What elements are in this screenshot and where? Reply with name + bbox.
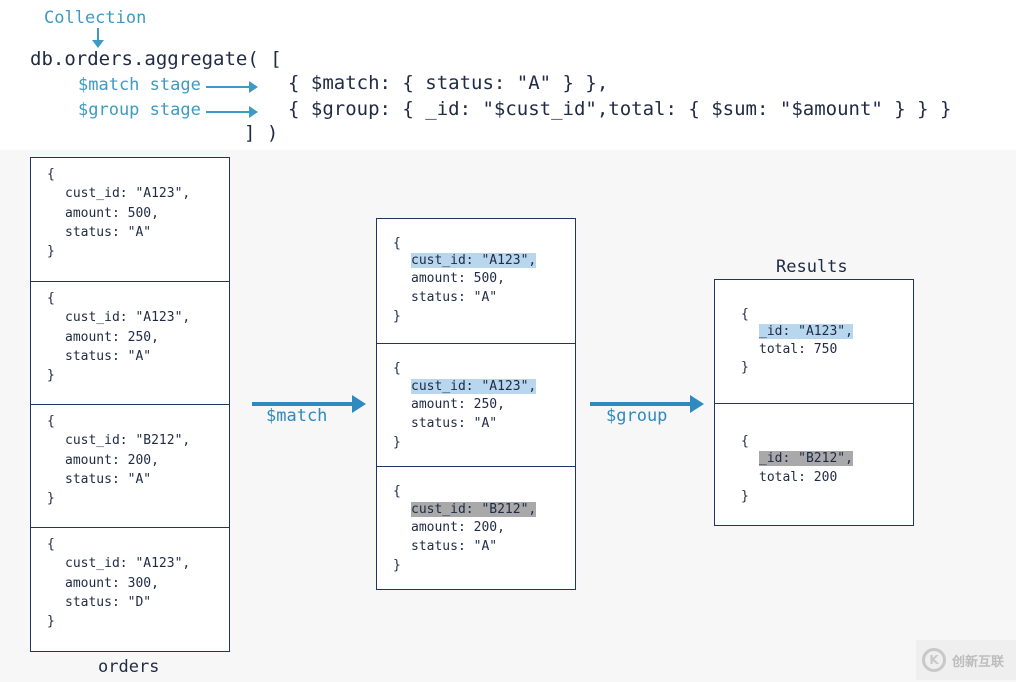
result-id: _id: "B212", (759, 449, 853, 469)
doc-close-brace: } (47, 491, 55, 506)
doc-close-brace: } (393, 309, 401, 324)
doc-open-brace: { (47, 291, 55, 306)
match-stage-arrow (206, 81, 258, 93)
doc-cust-id: cust_id: "B212", (65, 433, 191, 448)
collection-label: Collection (44, 8, 147, 28)
doc-amount: amount: 250, (65, 330, 159, 345)
matched-doc: { cust_id: "B212", amount: 200, status: … (377, 466, 575, 589)
doc-close-brace: } (47, 614, 55, 629)
doc-status: status: "A" (65, 225, 152, 240)
id-highlight: _id: "A123", (759, 324, 853, 339)
doc-open-brace: { (741, 434, 749, 449)
group-stage-label: $group stage (78, 100, 201, 120)
doc-amount: amount: 500, (411, 271, 505, 286)
doc-status: status: "A" (411, 416, 498, 431)
group-flow-label: $group (606, 406, 668, 426)
doc-status: status: "A" (65, 472, 152, 487)
group-flow-arrow (590, 395, 704, 413)
results-box: { _id: "A123", total: 750 } { _id: "B212… (714, 279, 914, 526)
orders-doc: { cust_id: "A123", amount: 300, status: … (31, 527, 229, 651)
doc-cust-id: cust_id: "A123", (65, 186, 191, 201)
doc-close-brace: } (47, 368, 55, 383)
code-close: ] ) (244, 122, 279, 144)
doc-status: status: "D" (65, 595, 152, 610)
result-total: total: 750 (759, 342, 838, 357)
match-flow-arrow (252, 395, 366, 413)
doc-close-brace: } (741, 489, 749, 504)
group-stage-code: { $group: { _id: "$cust_id",total: { $su… (288, 98, 952, 120)
doc-open-brace: { (393, 484, 401, 499)
cust-id-highlight: cust_id: "B212", (411, 502, 537, 517)
doc-cust-id: cust_id: "A123", (65, 556, 191, 571)
doc-open-brace: { (393, 361, 401, 376)
result-doc: { _id: "B212", total: 200 } (715, 403, 913, 525)
doc-open-brace: { (47, 537, 55, 552)
code-line-aggregate: db.orders.aggregate( [ (30, 48, 282, 70)
doc-cust-id: cust_id: "B212", (411, 500, 537, 520)
cust-id-highlight: cust_id: "A123", (411, 379, 537, 394)
matched-docs-box: { cust_id: "A123", amount: 500, status: … (376, 218, 576, 590)
doc-open-brace: { (47, 414, 55, 429)
watermark-logo-icon: K (922, 648, 946, 672)
doc-close-brace: } (47, 244, 55, 259)
doc-close-brace: } (393, 435, 401, 450)
doc-amount: amount: 200, (65, 453, 159, 468)
doc-close-brace: } (741, 360, 749, 375)
cust-id-highlight: cust_id: "A123", (411, 253, 537, 268)
doc-cust-id: cust_id: "A123", (65, 310, 191, 325)
doc-status: status: "A" (411, 539, 498, 554)
match-stage-label: $match stage (78, 75, 201, 95)
matched-doc: { cust_id: "A123", amount: 250, status: … (377, 343, 575, 467)
watermark: K 创新互联 (916, 640, 1016, 680)
result-id: _id: "A123", (759, 322, 853, 342)
matched-doc: { cust_id: "A123", amount: 500, status: … (377, 219, 575, 344)
doc-status: status: "A" (65, 349, 152, 364)
results-title: Results (776, 257, 848, 277)
doc-cust-id: cust_id: "A123", (411, 251, 537, 271)
orders-doc: { cust_id: "B212", amount: 200, status: … (31, 404, 229, 528)
doc-amount: amount: 250, (411, 397, 505, 412)
result-doc: { _id: "A123", total: 750 } (715, 280, 913, 404)
doc-open-brace: { (741, 307, 749, 322)
id-highlight: _id: "B212", (759, 451, 853, 466)
collection-arrow (92, 28, 104, 48)
doc-amount: amount: 300, (65, 576, 159, 591)
orders-doc: { cust_id: "A123", amount: 500, status: … (31, 158, 229, 282)
doc-amount: amount: 500, (65, 206, 159, 221)
match-flow-label: $match (266, 406, 328, 426)
orders-doc: { cust_id: "A123", amount: 250, status: … (31, 281, 229, 405)
doc-close-brace: } (393, 558, 401, 573)
orders-collection-box: { cust_id: "A123", amount: 500, status: … (30, 157, 230, 652)
group-stage-arrow (206, 106, 258, 118)
doc-open-brace: { (393, 236, 401, 251)
doc-status: status: "A" (411, 290, 498, 305)
orders-title: orders (98, 657, 160, 677)
watermark-text: 创新互联 (952, 654, 1005, 670)
result-total: total: 200 (759, 470, 838, 485)
match-stage-code: { $match: { status: "A" } }, (288, 72, 609, 94)
doc-open-brace: { (47, 167, 55, 182)
doc-amount: amount: 200, (411, 520, 505, 535)
doc-cust-id: cust_id: "A123", (411, 377, 537, 397)
